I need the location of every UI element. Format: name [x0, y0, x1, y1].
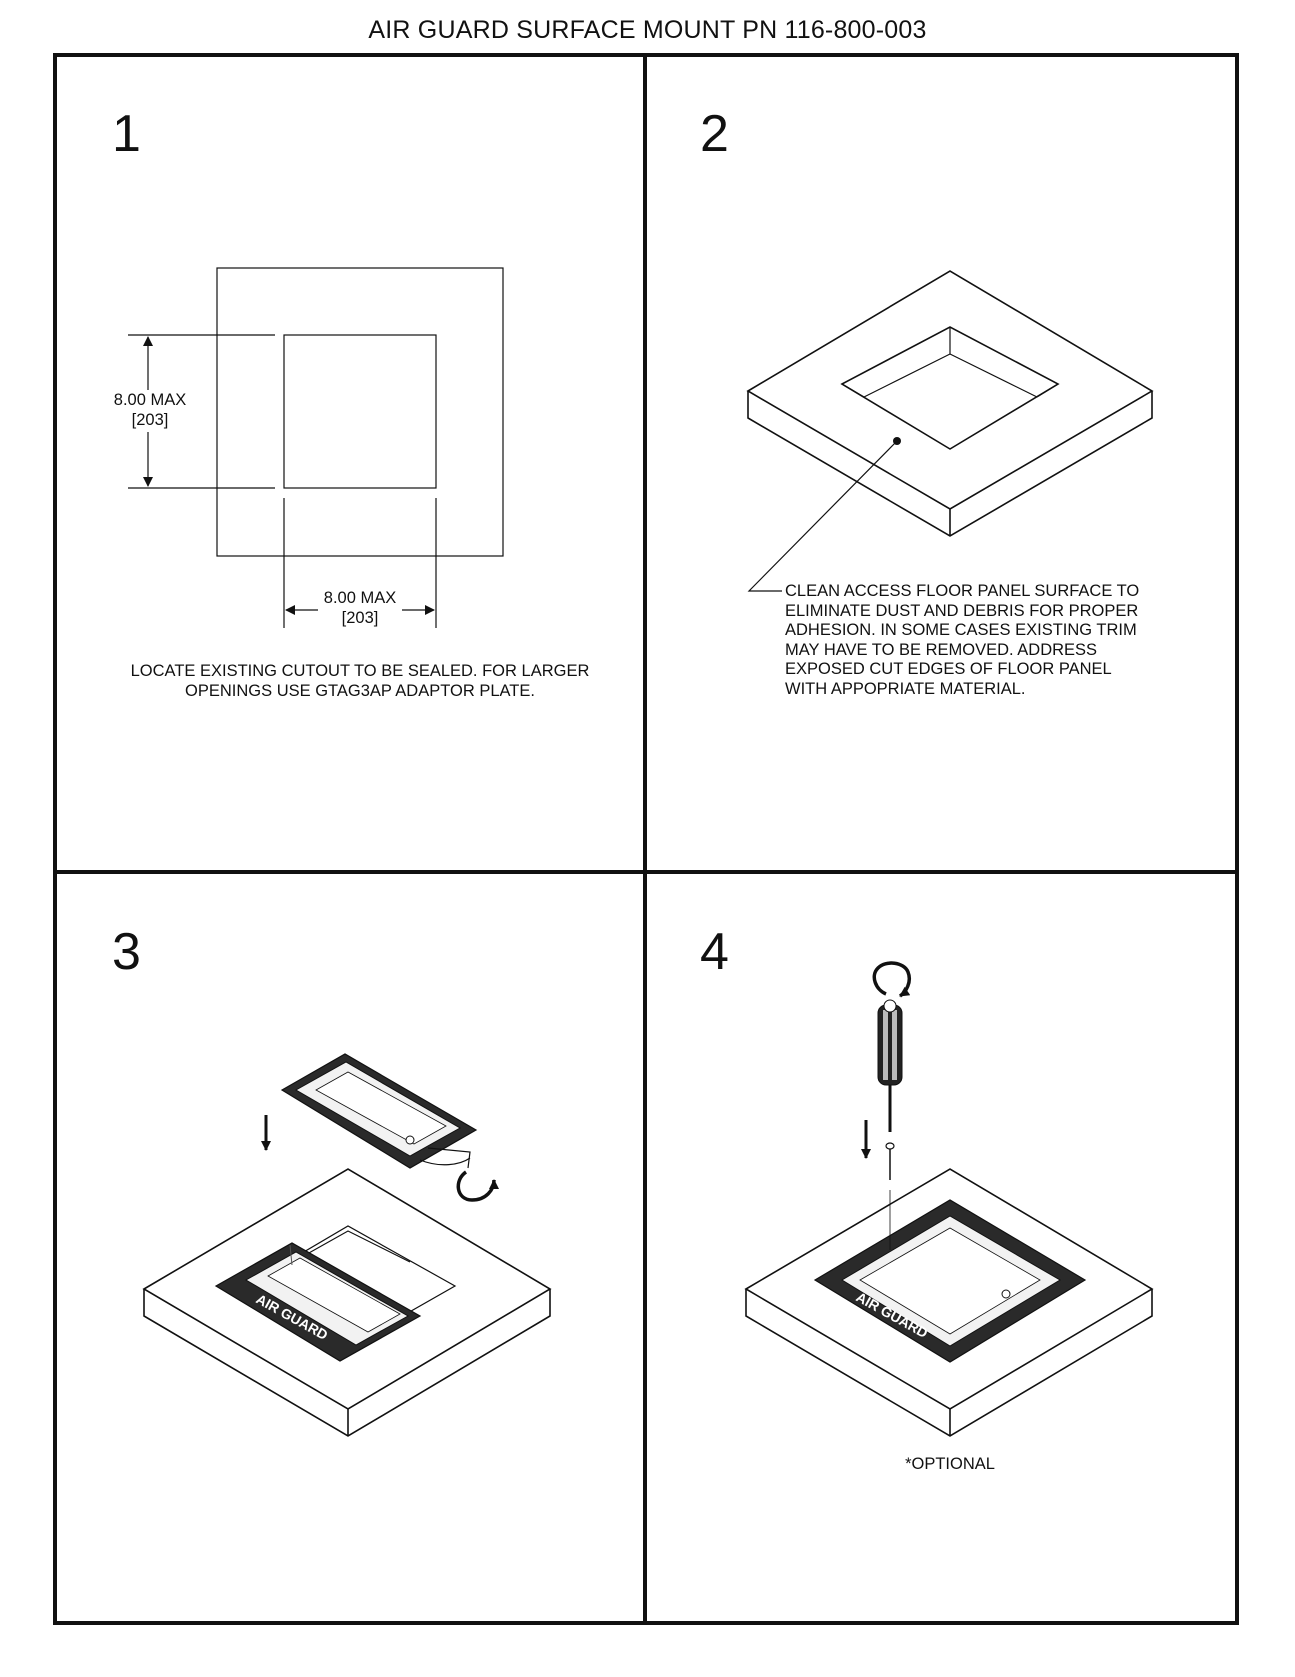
- grid-horizontal-divider: [53, 870, 1239, 874]
- horizontal-dimension-label: 8.00 MAX [203]: [315, 588, 405, 628]
- step-1-number: 1: [112, 105, 141, 163]
- step-3-drawing: AIR GUARD: [142, 1053, 552, 1437]
- floor-panel-outline: [216, 267, 504, 557]
- grid-vertical-divider: [643, 53, 647, 1625]
- rotate-arrow-icon-step-4: [872, 961, 912, 998]
- step-2-number: 2: [700, 105, 729, 163]
- step-2-note-line-5: EXPOSED CUT EDGES OF FLOOR PANEL: [785, 660, 1112, 678]
- step-2-note-line-2: ELIMINATE DUST AND DEBRIS FOR PROPER: [785, 601, 1139, 620]
- step-1-drawing: [128, 267, 504, 628]
- horizontal-dimension-metric: [203]: [341, 609, 379, 627]
- optional-note: *OPTIONAL: [905, 1455, 995, 1473]
- panel-top-face: [746, 270, 1154, 510]
- horizontal-dimension-value: 8.00 MAX: [323, 589, 397, 607]
- step-2-note: CLEAN ACCESS FLOOR PANEL SURFACE TO ELIM…: [785, 582, 1205, 699]
- step-1-note: LOCATE EXISTING CUTOUT TO BE SEALED. FOR…: [80, 662, 640, 701]
- step-1-note-line-2: OPENINGS USE GTAG3AP ADAPTOR PLATE.: [185, 681, 535, 700]
- rotate-arrow-icon: [456, 1170, 499, 1202]
- floating-unit-half: [280, 1053, 478, 1169]
- step-3-number: 3: [112, 923, 141, 981]
- step-4-drawing: AIR GUARD: [744, 961, 1154, 1437]
- document-title: AIR GUARD SURFACE MOUNT PN 116-800-003: [368, 16, 927, 44]
- step-2-note-line-1: CLEAN ACCESS FLOOR PANEL SURFACE TO: [785, 582, 1140, 600]
- vertical-dimension-label: 8.00 MAX [203]: [105, 390, 195, 430]
- step-4-number: 4: [700, 923, 729, 981]
- vertical-dimension-metric: [203]: [131, 411, 169, 429]
- screw-icon: [885, 1142, 895, 1250]
- cutout-outline: [283, 334, 437, 489]
- step-1-note-line-1: LOCATE EXISTING CUTOUT TO BE SEALED. FOR…: [130, 662, 590, 680]
- step-2-note-line-6: WITH APPOPRIATE MATERIAL.: [785, 679, 1026, 698]
- screwdriver-icon: [877, 999, 903, 1132]
- step-2-note-line-3: ADHESION. IN SOME CASES EXISTING TRIM: [785, 621, 1137, 639]
- note-leader-line: [747, 440, 898, 592]
- screw-hole: [1001, 1289, 1011, 1299]
- step-2-note-line-4: MAY HAVE TO BE REMOVED. ADDRESS: [785, 640, 1098, 659]
- step-2-drawing: [746, 270, 1154, 592]
- installed-unit: AIR GUARD: [214, 1242, 422, 1362]
- vertical-dimension-value: 8.00 MAX: [113, 391, 187, 409]
